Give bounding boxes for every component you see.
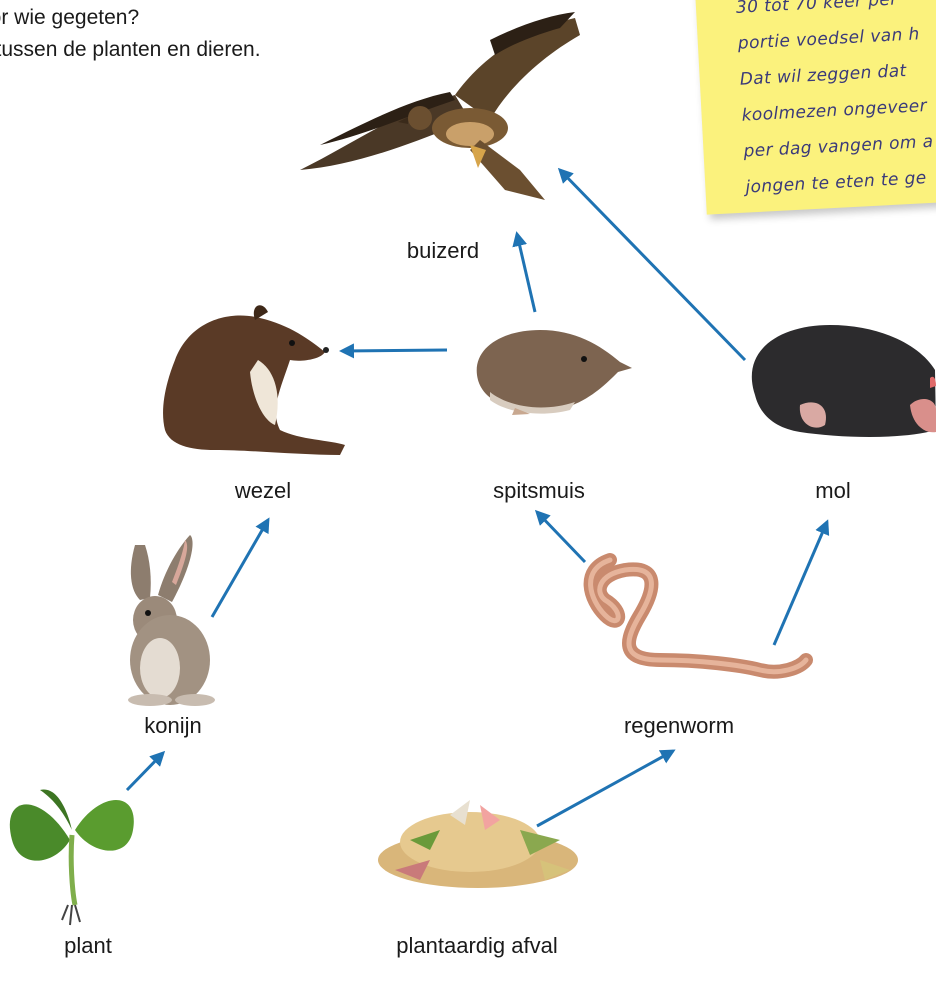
arrow-konijn-wezel [212,520,268,617]
label-mol: mol [815,478,850,504]
arrow-regenworm-spitsmuis [537,512,585,562]
label-spitsmuis: spitsmuis [493,478,585,504]
arrow-afval-regenworm [537,751,673,826]
label-regenworm: regenworm [624,713,734,739]
arrow-regenworm-mol [774,522,827,645]
label-konijn: konijn [144,713,201,739]
arrow-plant-konijn [127,753,163,790]
arrow-mol-buizerd [560,170,745,360]
arrow-spitsmuis-buizerd [517,234,535,312]
arrow-spitsmuis-wezel [342,350,447,351]
label-plant: plant [64,933,112,959]
label-plantaardig-afval: plantaardig afval [396,933,557,959]
label-wezel: wezel [235,478,291,504]
label-buizerd: buizerd [407,238,479,264]
